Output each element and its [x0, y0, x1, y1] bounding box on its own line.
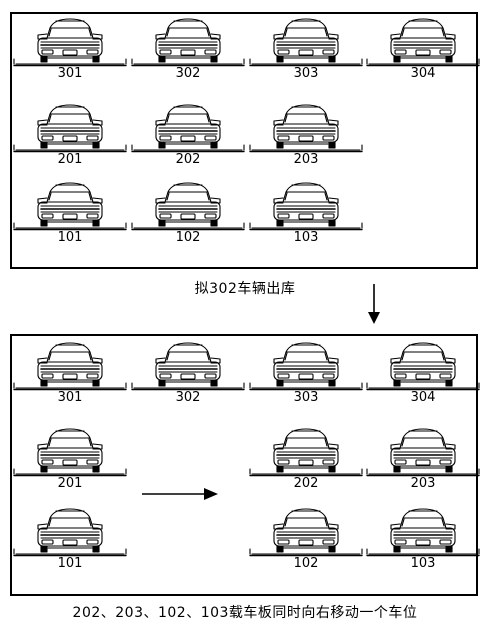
slot-label: 102 [175, 230, 201, 245]
car-front-icon [131, 18, 245, 67]
slot-label: 302 [175, 66, 201, 81]
slot-label: 103 [410, 556, 436, 571]
car-front-icon [131, 182, 245, 231]
before-caption: 拟302车辆出库 [194, 281, 296, 297]
car-front-icon [13, 508, 127, 557]
slot-label: 303 [293, 66, 319, 81]
parking-slot-101: 101 [13, 506, 127, 572]
parking-slot-301: 301 [13, 340, 127, 406]
car-front-icon [13, 428, 127, 477]
car-front-icon [249, 508, 363, 557]
parking-slot-303: 303 [249, 16, 363, 82]
car-front-icon [13, 18, 127, 67]
parking-slot-302: 302 [131, 16, 245, 82]
parking-slot-102: 102 [249, 506, 363, 572]
slot-label: 303 [293, 390, 319, 405]
parking-slot-301: 301 [13, 16, 127, 82]
slot-label: 301 [57, 66, 83, 81]
slot-label: 302 [175, 390, 201, 405]
car-front-icon [249, 182, 363, 231]
car-front-icon [131, 342, 245, 391]
slot-label: 202 [175, 152, 201, 167]
slot-label: 101 [57, 556, 83, 571]
parking-slot-101: 101 [13, 180, 127, 246]
slot-label: 201 [57, 152, 83, 167]
parking-slot-203: 203 [249, 102, 363, 168]
parking-slot-103: 103 [366, 506, 480, 572]
car-front-icon [366, 18, 480, 67]
parking-slot-302: 302 [131, 340, 245, 406]
car-front-icon [13, 104, 127, 153]
after-caption: 202、203、102、103载车板同时向右移动一个车位 [72, 605, 418, 621]
slot-label: 304 [410, 390, 436, 405]
slot-label: 203 [293, 152, 319, 167]
parking-slot-202: 202 [131, 102, 245, 168]
slot-label: 103 [293, 230, 319, 245]
car-front-icon [13, 342, 127, 391]
car-front-icon [249, 104, 363, 153]
slot-label: 301 [57, 390, 83, 405]
parking-slot-102: 102 [131, 180, 245, 246]
parking-slot-201: 201 [13, 102, 127, 168]
parking-slot-304: 304 [366, 16, 480, 82]
car-front-icon [366, 428, 480, 477]
slot-label: 202 [293, 476, 319, 491]
car-front-icon [13, 182, 127, 231]
parking-slot-202: 202 [249, 426, 363, 492]
arrow-down-icon [368, 284, 380, 324]
parking-slot-203: 203 [366, 426, 480, 492]
car-front-icon [249, 18, 363, 67]
parking-slot-303: 303 [249, 340, 363, 406]
parking-slot-201: 201 [13, 426, 127, 492]
car-front-icon [366, 508, 480, 557]
slot-label: 304 [410, 66, 436, 81]
car-front-icon [366, 342, 480, 391]
parking-slot-103: 103 [249, 180, 363, 246]
arrow-right-icon [142, 488, 218, 500]
car-front-icon [249, 342, 363, 391]
slot-label: 203 [410, 476, 436, 491]
car-front-icon [249, 428, 363, 477]
slot-label: 201 [57, 476, 83, 491]
parking-slot-304: 304 [366, 340, 480, 406]
slot-label: 102 [293, 556, 319, 571]
car-front-icon [131, 104, 245, 153]
slot-label: 101 [57, 230, 83, 245]
